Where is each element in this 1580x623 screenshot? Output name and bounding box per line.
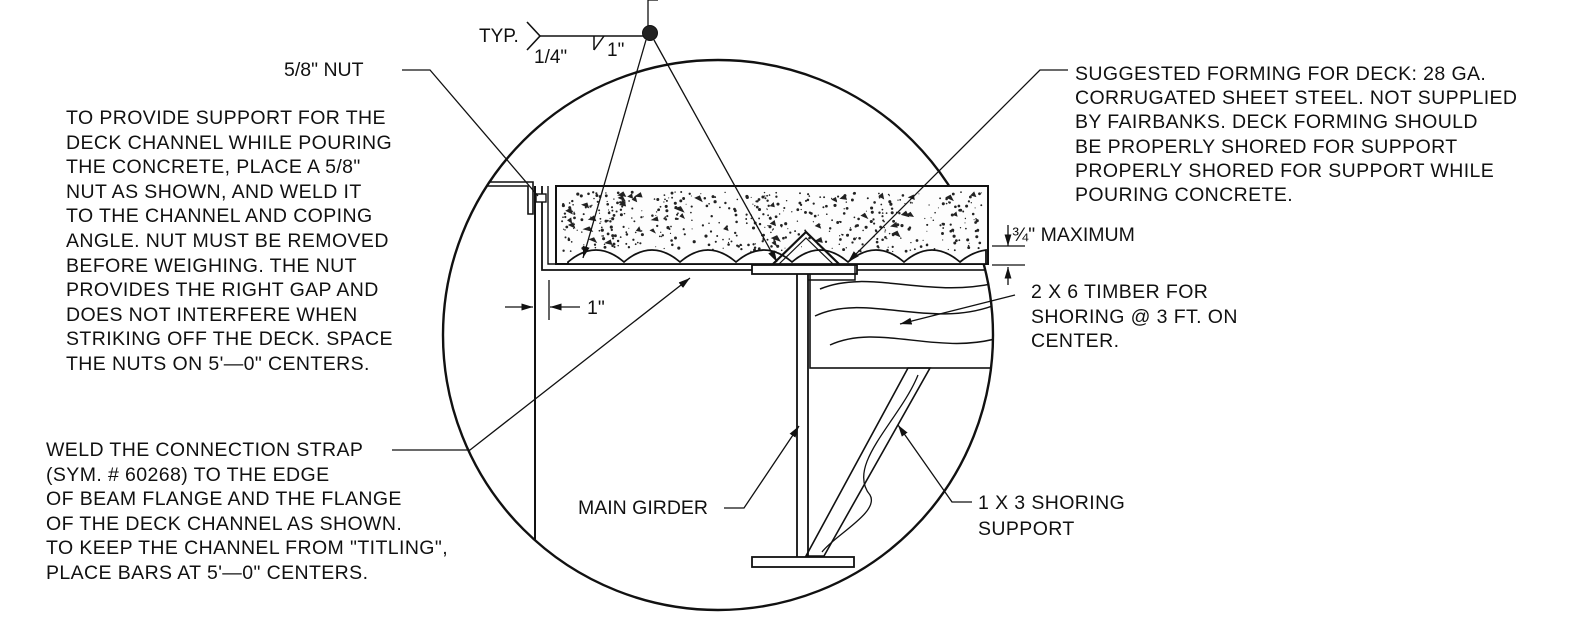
- note-line: TO PROVIDE SUPPORT FOR THE: [66, 107, 386, 129]
- note-line: OF BEAM FLANGE AND THE FLANGE: [46, 488, 402, 511]
- nut: [535, 193, 547, 203]
- note-line: WELD THE CONNECTION STRAP: [46, 439, 364, 461]
- note-line: PROPERLY SHORED FOR SUPPORT WHILE: [1075, 159, 1495, 182]
- note-line: BEFORE WEIGHING. THE NUT: [66, 254, 357, 277]
- connection-strap: [771, 230, 841, 266]
- note-line: OF THE DECK CHANNEL AS SHOWN.: [46, 512, 403, 535]
- girder-bottom-flange: [751, 556, 855, 568]
- note-line: SUGGESTED FORMING FOR DECK: 28 GA.: [1075, 63, 1487, 85]
- note-line: 1 X 3 SHORING: [978, 492, 1126, 514]
- detail-circle: [441, 58, 995, 612]
- corrugated-form: [567, 248, 987, 265]
- note-line: SHORING @ 3 FT. ON: [1031, 305, 1238, 328]
- note-line: (SYM. # 60268) TO THE EDGE: [46, 463, 330, 486]
- weld-size: 1/4": [534, 47, 567, 68]
- note-line: 2 X 6 TIMBER FOR: [1031, 281, 1209, 303]
- note-shoring-support: 1 X 3 SHORING SUPPORT: [978, 490, 1125, 542]
- nut-label: 5/8" NUT: [284, 59, 364, 81]
- note-deck-forming: SUGGESTED FORMING FOR DECK: 28 GA.CORRUG…: [1075, 62, 1517, 207]
- note-line: TO THE CHANNEL AND COPING: [66, 205, 373, 228]
- girder-top-flange: [751, 264, 858, 275]
- shoring-brace: [804, 367, 932, 557]
- girder-web: [796, 274, 809, 557]
- note-line: DOES NOT INTERFERE WHEN: [66, 303, 358, 326]
- note-line: NUT AS SHOWN, AND WELD IT: [66, 180, 362, 203]
- weld-all-around-icon: [642, 25, 658, 41]
- note-line: POURING CONCRETE.: [1075, 184, 1294, 207]
- coping-angle: [443, 181, 534, 215]
- note-line: BE PROPERLY SHORED FOR SUPPORT: [1075, 135, 1458, 158]
- weld-length: 1": [607, 40, 624, 61]
- note-line: PLACE BARS AT 5'—0" CENTERS.: [46, 561, 369, 584]
- note-line: CENTER.: [1031, 330, 1120, 353]
- note-line: PROVIDES THE RIGHT GAP AND: [66, 279, 379, 302]
- note-line: CORRUGATED SHEET STEEL. NOT SUPPLIED: [1075, 87, 1518, 110]
- note-line: THE CONCRETE, PLACE A 5/8": [66, 156, 361, 179]
- weld-symbol: TYP. 1/4" 1": [479, 0, 658, 68]
- note-line: ANGLE. NUT MUST BE REMOVED: [66, 229, 389, 252]
- main-girder-label: MAIN GIRDER: [578, 497, 708, 519]
- note-line: DECK CHANNEL WHILE POURING: [66, 131, 393, 154]
- maximum-label: ¾" MAXIMUM: [1012, 224, 1135, 246]
- note-connection-strap: WELD THE CONNECTION STRAP(SYM. # 60268) …: [46, 438, 448, 586]
- weld-tail: TYP.: [479, 26, 519, 47]
- note-line: THE NUTS ON 5'—0" CENTERS.: [66, 352, 370, 375]
- note-line: BY FAIRBANKS. DECK FORMING SHOULD: [1075, 111, 1478, 134]
- gap-dimension-label: 1": [587, 297, 605, 319]
- concrete-aggregate: [561, 190, 983, 253]
- note-line: TO KEEP THE CHANNEL FROM "TITLING",: [46, 537, 449, 560]
- note-line: STRIKING OFF THE DECK. SPACE: [66, 328, 393, 351]
- note-line: SUPPORT: [978, 518, 1075, 540]
